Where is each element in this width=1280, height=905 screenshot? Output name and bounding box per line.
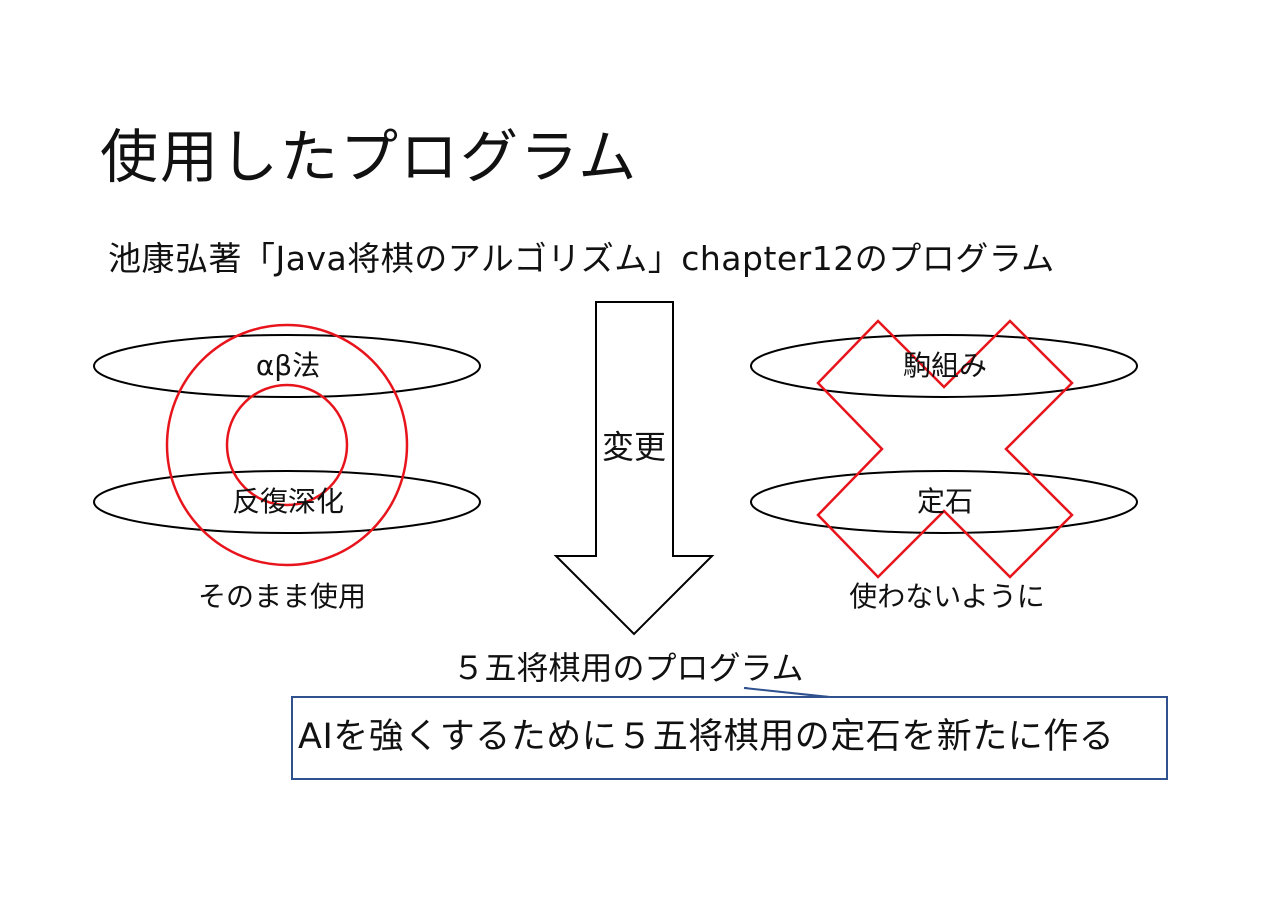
left-group-caption: そのまま使用 xyxy=(197,580,367,613)
keep-outer-circle xyxy=(165,323,409,567)
right-item-ellipse-2 xyxy=(750,470,1138,534)
change-arrow-icon xyxy=(553,301,715,636)
right-item-1: 駒組み xyxy=(902,349,988,382)
keep-inner-circle xyxy=(225,383,349,507)
right-item-ellipse-1 xyxy=(750,334,1138,398)
result-program-label: ５五将棋用のプログラム xyxy=(452,649,804,687)
left-item-2: 反復深化 xyxy=(231,485,345,518)
slide-title: 使用したプログラム xyxy=(100,123,639,191)
arrow-label: 変更 xyxy=(601,428,667,466)
left-item-ellipse-1 xyxy=(93,334,481,398)
right-item-2: 定石 xyxy=(916,485,974,518)
reject-cross-icon xyxy=(816,319,1074,579)
source-program-label: 池康弘著「Java将棋のアルゴリズム」chapter12のプログラム xyxy=(108,239,1055,278)
right-group-caption: 使わないように xyxy=(849,580,1045,613)
left-item-ellipse-2 xyxy=(93,470,481,534)
callout-text: AIを強くするために５五将棋用の定石を新たに作る xyxy=(298,717,1115,757)
callout-box xyxy=(291,687,1168,780)
left-item-1: αβ法 xyxy=(255,349,321,382)
